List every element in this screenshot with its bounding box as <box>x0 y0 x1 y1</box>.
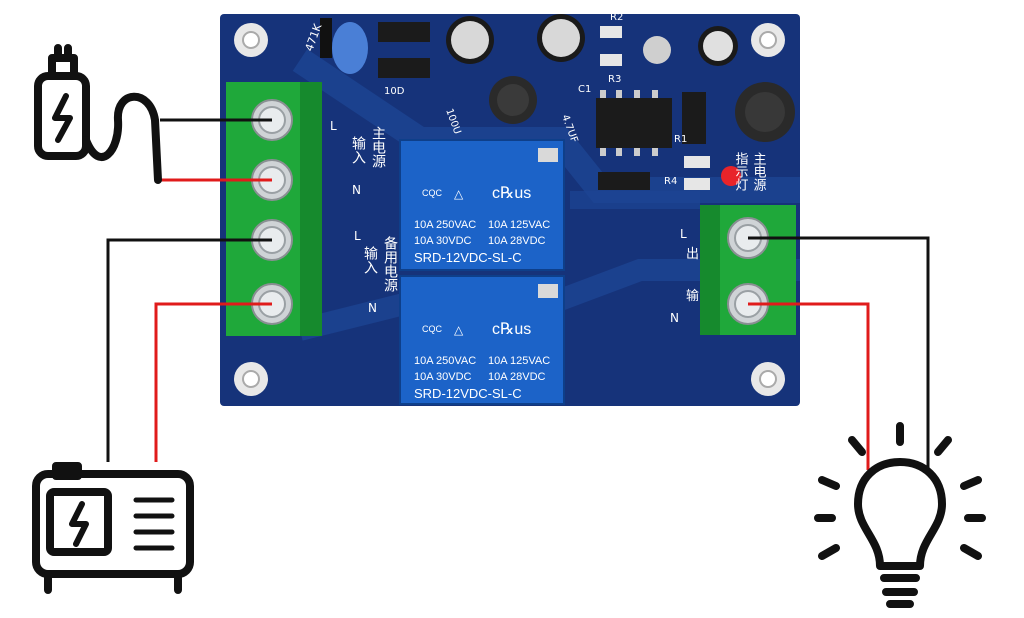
indicator-label: 主电源 <box>751 152 767 191</box>
indicator-label-2: 指示灯 <box>733 152 749 192</box>
relay-rating-2a: 10A 30VDC <box>414 371 472 383</box>
mounting-hole <box>234 23 268 57</box>
main-pin-n: N <box>352 183 361 197</box>
r1-label: R1 <box>674 134 687 145</box>
smd-resistor <box>600 26 622 38</box>
wires <box>106 118 930 470</box>
backup-pin-l: L <box>354 229 361 243</box>
relay-brand: CQC <box>422 188 443 198</box>
r2-label: R2 <box>610 12 623 23</box>
generator-icon <box>32 462 194 594</box>
relay-model: SRD-12VDC-SL-C <box>414 250 522 265</box>
mounting-hole <box>751 362 785 396</box>
output-neutral-wire <box>748 236 930 470</box>
main-input-sub: 输入 <box>350 136 366 164</box>
r3-label: R3 <box>608 74 621 85</box>
capacitor-blue <box>320 18 368 74</box>
transistor-can <box>643 36 671 64</box>
inductor <box>735 82 795 142</box>
chip-ic <box>596 90 672 156</box>
diode-component <box>598 172 650 190</box>
electrolytic-capacitor <box>537 14 585 62</box>
relay-rating-2b: 10A 28VDC <box>488 235 546 247</box>
smd-resistor <box>684 156 710 168</box>
relay-backup: CQC △ c℞us 10A 250VAC 10A 125VAC 10A 30V… <box>399 275 565 405</box>
relay-ul-mark: c℞us <box>492 185 531 202</box>
warning-triangle-icon: △ <box>454 323 464 337</box>
smd-resistor <box>684 178 710 190</box>
light-bulb-icon <box>814 422 986 608</box>
relay-brand: CQC <box>422 324 443 334</box>
backup-input-sub: 输入 <box>362 246 378 274</box>
power-indicator-led <box>721 166 741 186</box>
backup-neutral-wire <box>106 238 272 462</box>
relay-rating-1b: 10A 125VAC <box>488 355 550 367</box>
cap2-label: C1 <box>578 84 591 95</box>
mounting-hole <box>751 23 785 57</box>
diode-component <box>682 92 706 144</box>
mounting-hole <box>234 362 268 396</box>
output-pin-n: N <box>670 311 679 325</box>
smd-resistor <box>600 54 622 66</box>
warning-triangle-icon: △ <box>454 187 464 201</box>
main-pin-l: L <box>330 119 337 133</box>
output-pin-l: L <box>680 227 687 241</box>
relay-rating-2b: 10A 28VDC <box>488 371 546 383</box>
r4-label: R4 <box>664 176 677 187</box>
charger-icon <box>34 44 162 184</box>
diode-component <box>378 22 430 42</box>
relay-main: CQC △ c℞us 10A 250VAC 10A 125VAC 10A 30V… <box>399 139 565 271</box>
diode-component <box>378 58 430 78</box>
relay-rating-1b: 10A 125VAC <box>488 219 550 231</box>
output-label-2: 输 <box>686 288 699 304</box>
electrolytic-capacitor <box>698 26 738 66</box>
main-input-label: 主电源 <box>370 126 386 168</box>
backup-pin-n: N <box>368 301 377 315</box>
electrolytic-capacitor <box>446 16 494 64</box>
relay-model: SRD-12VDC-SL-C <box>414 386 522 401</box>
relay-rating-2a: 10A 30VDC <box>414 235 472 247</box>
relay-rating-1a: 10A 250VAC <box>414 219 476 231</box>
relay-rating-1a: 10A 250VAC <box>414 355 476 367</box>
backup-input-label: 备用电源 <box>382 235 398 292</box>
inductor <box>489 76 537 124</box>
diode-label: 10D <box>384 86 405 97</box>
relay-ul-mark: c℞us <box>492 321 531 338</box>
output-label: 出 <box>686 247 699 262</box>
output-live-wire <box>748 302 870 470</box>
backup-live-wire <box>154 302 272 462</box>
